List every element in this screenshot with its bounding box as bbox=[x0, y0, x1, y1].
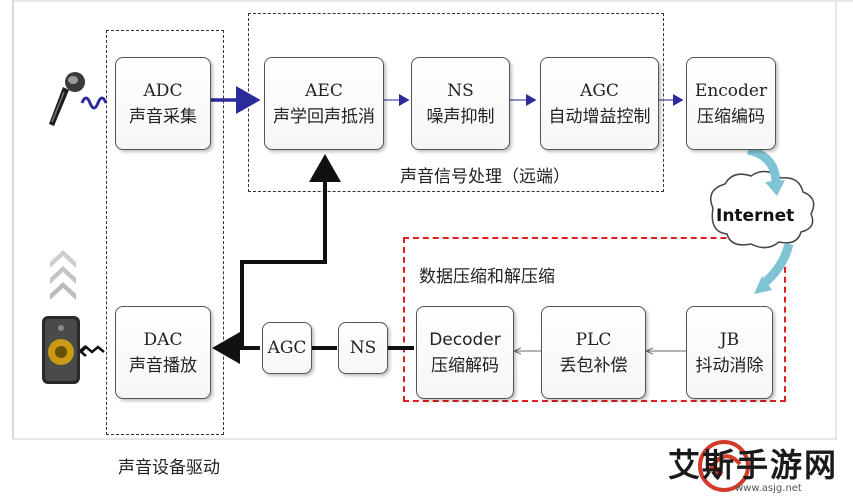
internet-to-jb-arrow bbox=[760, 242, 794, 288]
watermark-logo-icon bbox=[698, 440, 750, 492]
ns-top-label: NS bbox=[447, 80, 474, 101]
encoder-label: Encoder bbox=[694, 80, 768, 101]
aec-box: AEC 声学回声抵消 bbox=[264, 57, 384, 150]
adc-label: ADC bbox=[143, 80, 183, 101]
ns-top-box: NS 噪声抑制 bbox=[411, 57, 510, 150]
encoder-to-internet-arrow bbox=[746, 145, 781, 185]
encoder-box: Encoder 压缩编码 bbox=[686, 57, 776, 150]
arrow-reference-to-aec bbox=[240, 154, 341, 348]
frame-top-line bbox=[12, 0, 853, 2]
jb-desc: 抖动消除 bbox=[695, 355, 764, 376]
compression-region bbox=[403, 237, 786, 402]
encoder-desc: 压缩编码 bbox=[697, 106, 765, 127]
jb-box: JB 抖动消除 bbox=[686, 306, 773, 399]
ns-bottom-box: NS bbox=[338, 322, 388, 374]
plc-box: PLC 丢包补偿 bbox=[541, 306, 646, 399]
decoder-box: Decoder 压缩解码 bbox=[416, 306, 514, 399]
adc-box: ADC 声音采集 bbox=[115, 57, 211, 150]
aec-label: AEC bbox=[305, 80, 343, 101]
decoder-label: Decoder bbox=[429, 329, 501, 350]
dac-label: DAC bbox=[143, 329, 183, 350]
device-driver-label: 声音设备驱动 bbox=[118, 458, 220, 478]
microphone-icon bbox=[49, 72, 85, 126]
adc-desc: 声音采集 bbox=[129, 106, 197, 127]
jb-label: JB bbox=[719, 329, 740, 350]
compression-label: 数据压缩和解压缩 bbox=[419, 267, 555, 287]
internet-label: Internet bbox=[716, 206, 795, 226]
internet-cloud bbox=[710, 170, 815, 249]
mic-signal-wave bbox=[80, 96, 108, 110]
aec-desc: 声学回声抵消 bbox=[273, 106, 375, 127]
ns-top-desc: 噪声抑制 bbox=[426, 106, 495, 127]
speaker-icon bbox=[42, 316, 80, 384]
device-driver-region bbox=[106, 30, 224, 435]
agc-top-label: AGC bbox=[580, 80, 619, 101]
volume-up-icon bbox=[50, 250, 76, 300]
dac-box: DAC 声音播放 bbox=[115, 306, 211, 399]
watermark-name: 艾斯手游网 bbox=[668, 446, 839, 484]
frame-right-line bbox=[835, 0, 837, 440]
decoder-desc: 压缩解码 bbox=[431, 355, 499, 376]
signal-processing-label: 声音信号处理（远端） bbox=[400, 167, 570, 187]
frame-left-line bbox=[12, 0, 14, 440]
watermark-url: www.asjg.net bbox=[735, 483, 802, 494]
dac-desc: 声音播放 bbox=[129, 355, 197, 376]
agc-bottom-box: AGC bbox=[262, 322, 312, 374]
ns-bottom-label: NS bbox=[349, 338, 377, 358]
agc-top-desc: 自动增益控制 bbox=[548, 106, 651, 127]
frame-bottom-line bbox=[12, 438, 835, 440]
agc-bottom-label: AGC bbox=[267, 338, 307, 358]
agc-top-box: AGC 自动增益控制 bbox=[540, 57, 659, 150]
plc-desc: 丢包补偿 bbox=[559, 355, 628, 376]
plc-label: PLC bbox=[575, 329, 612, 350]
